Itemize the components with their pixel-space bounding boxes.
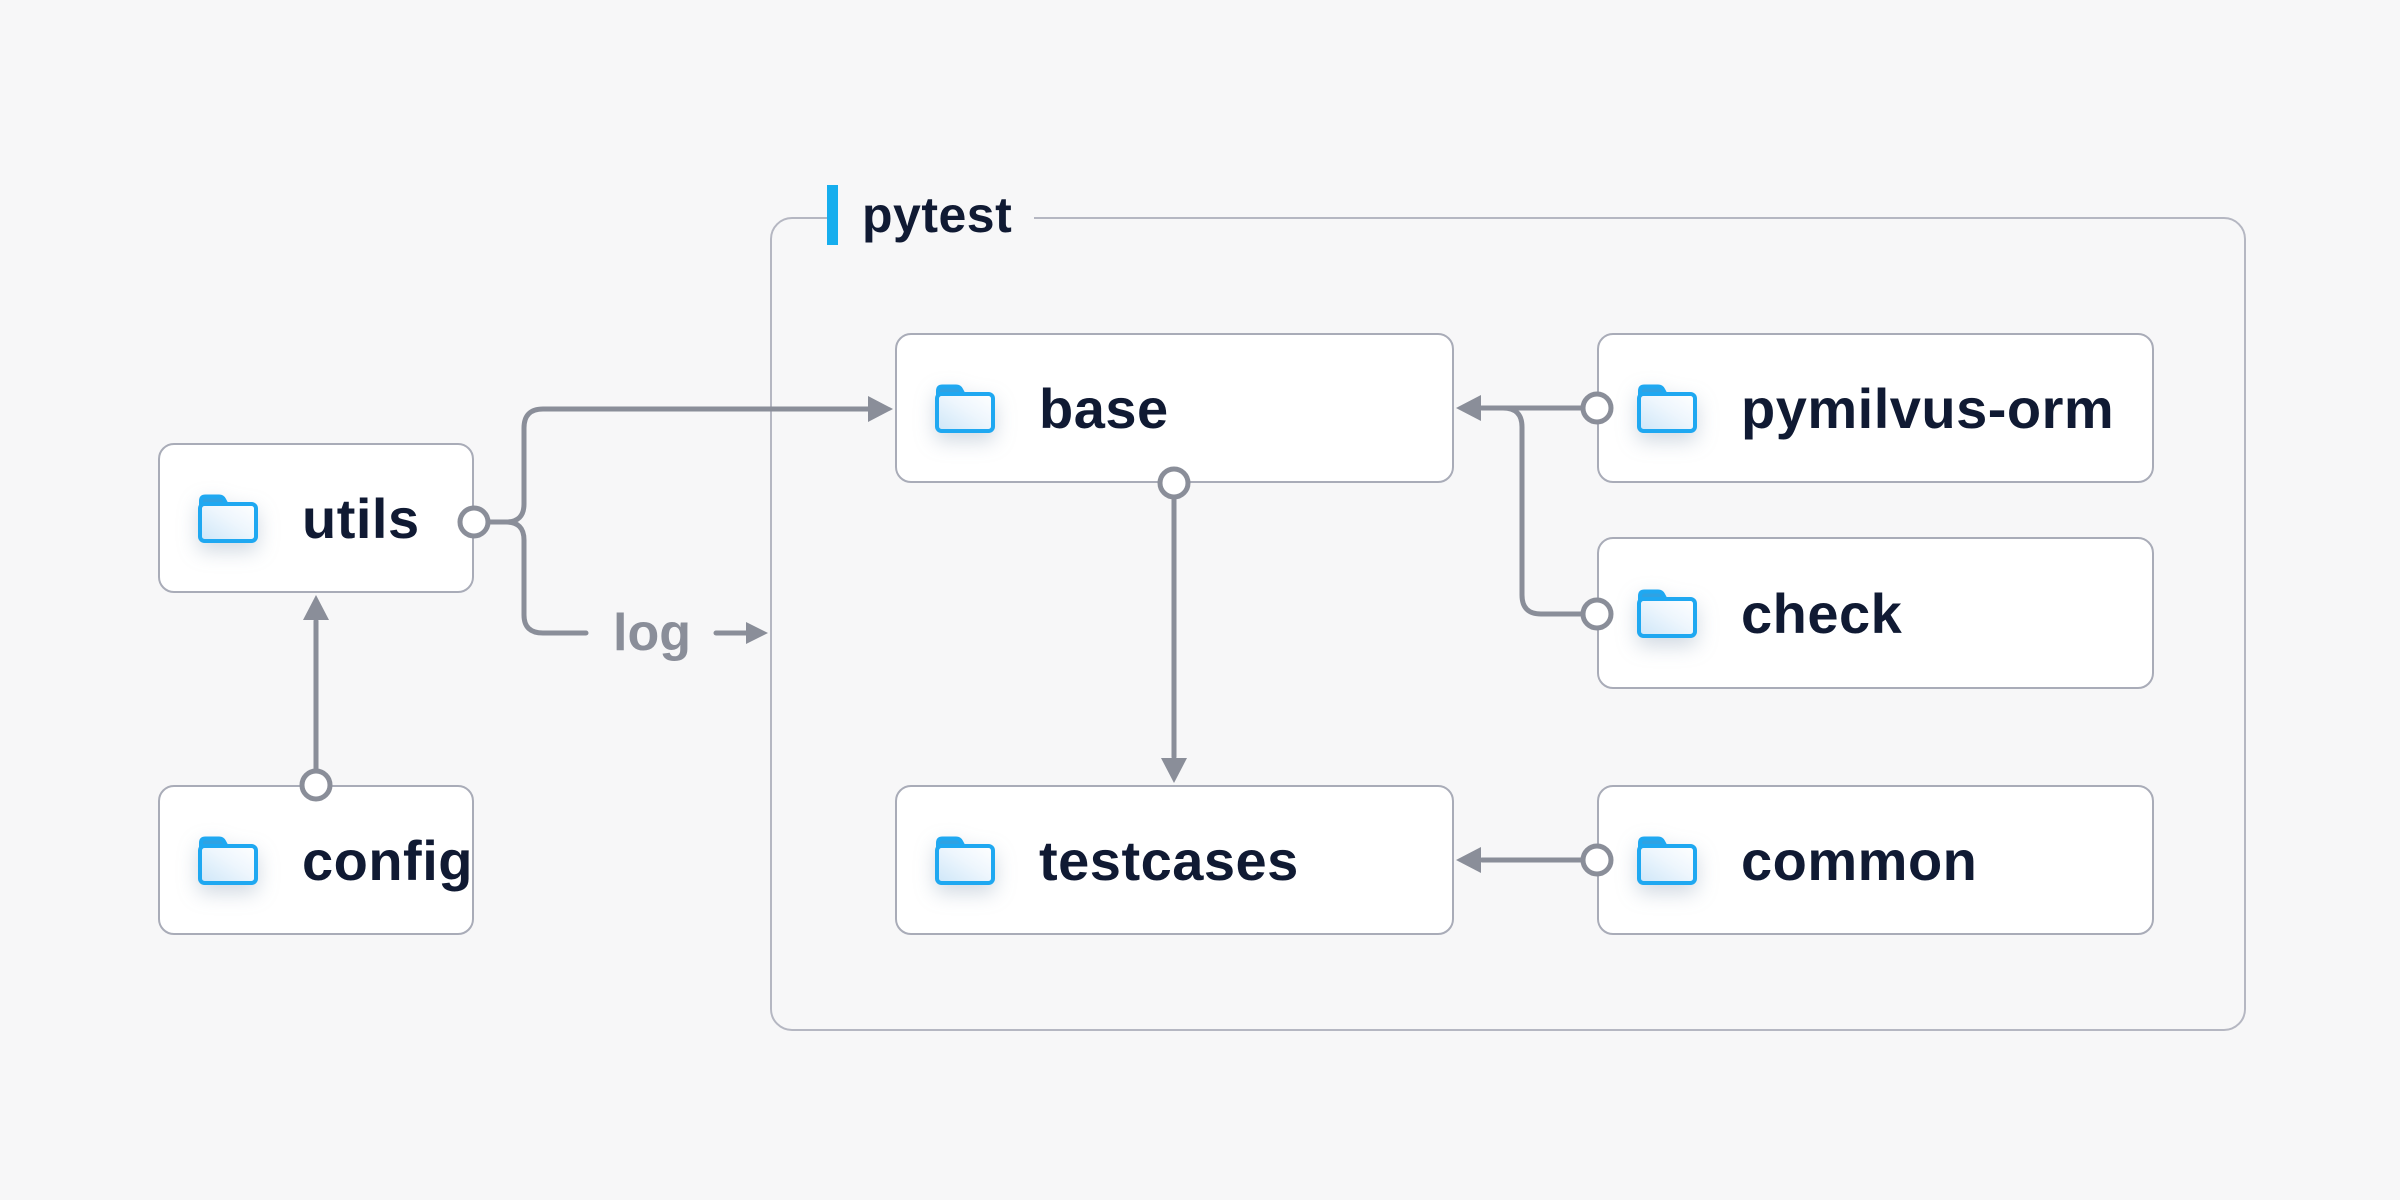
folder-icon [935, 384, 995, 433]
node-label: pymilvus-orm [1741, 376, 2115, 440]
node-check: check [1597, 537, 2154, 689]
pytest-group-container [770, 217, 2246, 1031]
node-base: base [895, 333, 1454, 483]
node-label: check [1741, 581, 1903, 645]
group-title: pytest [862, 187, 1013, 243]
edge-utils-to-log [485, 519, 589, 636]
edge-label-log: log [613, 604, 691, 662]
folder-icon [1637, 836, 1697, 885]
node-label: utils [302, 486, 420, 550]
node-testcases: testcases [895, 785, 1454, 935]
node-label: common [1741, 828, 1978, 892]
folder-icon [1637, 589, 1697, 638]
folder-icon [1637, 384, 1697, 433]
arrowhead-log [746, 622, 768, 644]
node-utils: utils [158, 443, 474, 593]
arrowhead-utils-bottom [303, 595, 329, 620]
node-label: testcases [1039, 828, 1299, 892]
accent-bar [827, 185, 838, 245]
node-common: common [1597, 785, 2154, 935]
node-config: config [158, 785, 474, 935]
pytest-group-label: pytest [827, 185, 1035, 245]
folder-icon [198, 836, 258, 885]
folder-icon [198, 494, 258, 543]
node-label: base [1039, 376, 1169, 440]
node-label: config [302, 828, 473, 892]
node-pymilvus-orm: pymilvus-orm [1597, 333, 2154, 483]
folder-icon [935, 836, 995, 885]
